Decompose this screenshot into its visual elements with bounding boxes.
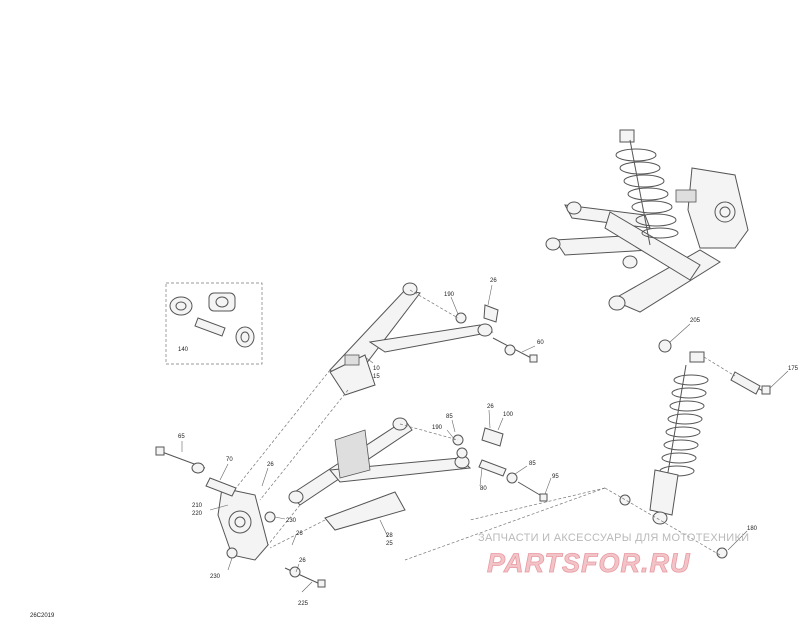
callout-80: 80 [480,486,487,492]
callout-95: 95 [552,474,559,480]
callout-15: 15 [373,374,380,380]
callout-65: 65 [178,434,185,440]
callout-26-knuckle: 26 [296,531,303,537]
callout-190-lower: 190 [432,425,443,431]
callout-210: 210 [192,503,203,509]
watermark: ЗАПЧАСТИ И АКСЕССУАРЫ ДЛЯ МОТОТЕХНИКИ PA… [478,532,749,578]
assembled-suspension-view [545,129,749,313]
shock-absorber-part [619,339,771,559]
callout-10: 10 [373,366,380,372]
callout-225: 225 [298,601,309,607]
callout-26-lower: 26 [299,558,306,564]
callout-25: 25 [386,541,393,547]
leader-lines [181,284,789,593]
callout-85-upper: 85 [446,414,453,420]
callout-28: 28 [386,533,393,539]
callout-230-lower: 230 [210,574,221,580]
watermark-brand: PARTSFOR.RU [487,548,691,578]
callout-190-upper: 190 [444,292,455,298]
callout-205: 205 [690,318,701,324]
hardware-parts [155,304,548,588]
knuckle-part [217,487,269,561]
callout-100: 100 [503,412,514,418]
callout-26-mid: 26 [267,462,274,468]
callout-230-upper: 230 [286,518,297,524]
callout-26-right: 26 [487,404,494,410]
upper-a-arm [329,282,494,396]
callout-26-upper: 26 [490,278,497,284]
callout-70: 70 [226,457,233,463]
lower-a-arm [288,417,472,531]
callout-numbers: 10 15 190 26 60 65 70 26 80 210 220 230 … [178,278,799,607]
assembly-guide-lines [235,289,736,561]
callout-60: 60 [537,340,544,346]
inset-callout-140: 140 [178,347,189,353]
callout-85-lower: 85 [529,461,536,467]
callout-220: 220 [192,511,203,517]
watermark-tagline: ЗАПЧАСТИ И АКСЕССУАРЫ ДЛЯ МОТОТЕХНИКИ [478,532,749,544]
callout-175: 175 [788,366,799,372]
bushing-kit-inset: 140 [165,282,263,365]
callout-180: 180 [747,526,758,532]
diagram-code: 26C2019 [30,613,55,619]
